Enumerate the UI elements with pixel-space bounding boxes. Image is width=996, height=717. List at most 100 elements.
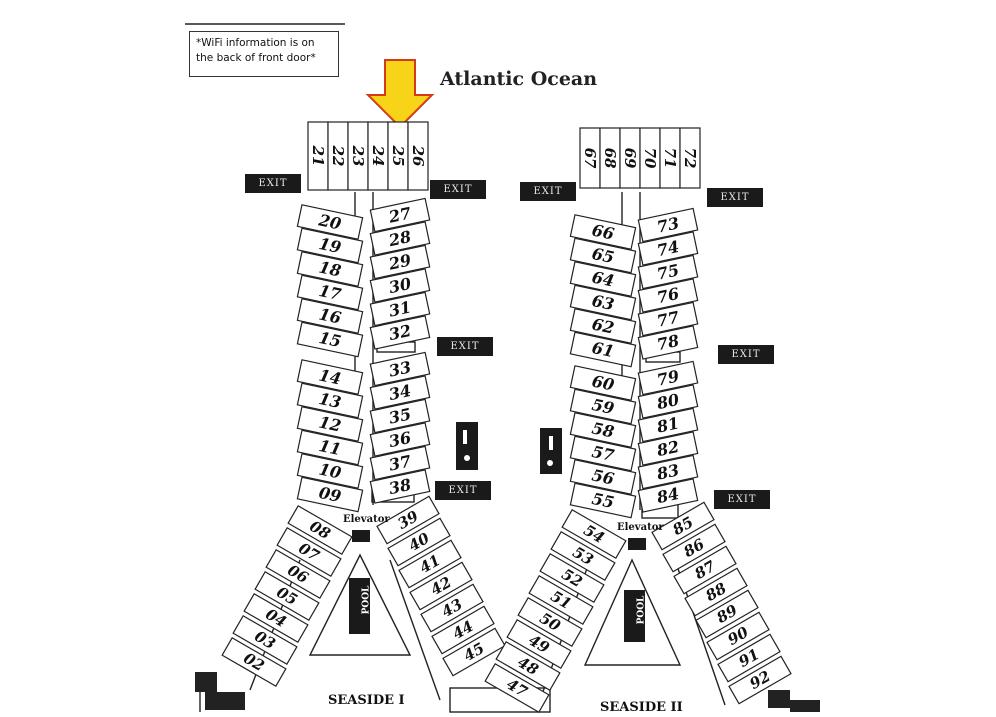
unit-26: 26 xyxy=(407,121,429,191)
unit-number: 24 xyxy=(369,145,387,167)
unit-75: 75 xyxy=(637,254,699,290)
elevator-1 xyxy=(352,530,370,542)
unit-number: 56 xyxy=(590,465,616,488)
unit-79: 79 xyxy=(637,360,699,396)
unit-73: 73 xyxy=(637,207,699,243)
unit-09: 09 xyxy=(296,476,364,513)
unit-number: 60 xyxy=(590,371,616,394)
exit-sign: EXIT xyxy=(430,180,486,199)
unit-number: 36 xyxy=(387,428,413,451)
unit-number: 71 xyxy=(661,148,679,169)
unit-10: 10 xyxy=(296,453,364,489)
unit-58: 58 xyxy=(569,412,637,448)
unit-28: 28 xyxy=(369,221,431,256)
unit-number: 83 xyxy=(654,460,681,483)
exit-sign: EXIT xyxy=(707,188,763,207)
unit-number: 63 xyxy=(590,291,616,314)
unit-86: 86 xyxy=(662,523,726,573)
unit-number: 12 xyxy=(317,412,343,435)
unit-19: 19 xyxy=(296,227,364,264)
unit-number: 10 xyxy=(317,459,343,482)
unit-number: 32 xyxy=(387,321,413,344)
unit-70: 70 xyxy=(639,127,661,189)
unit-66: 66 xyxy=(569,214,637,250)
unit-83: 83 xyxy=(637,454,699,490)
unit-number: 22 xyxy=(329,145,347,167)
wifi-note: *WiFi information is on the back of fron… xyxy=(189,31,339,77)
unit-number: 21 xyxy=(309,145,327,167)
unit-number: 38 xyxy=(387,475,413,498)
unit-number: 74 xyxy=(655,237,681,260)
unit-24: 24 xyxy=(367,121,389,191)
unit-14: 14 xyxy=(296,359,364,395)
elevator-label: Elevator xyxy=(343,514,390,525)
unit-number: 62 xyxy=(590,314,616,337)
unit-number: 13 xyxy=(317,389,343,412)
exit-sign: EXIT xyxy=(435,481,491,500)
unit-62: 62 xyxy=(569,308,637,344)
unit-number: 80 xyxy=(654,390,681,413)
unit-number: 35 xyxy=(387,404,413,427)
unit-38: 38 xyxy=(369,469,431,504)
unit-number: 15 xyxy=(317,328,343,351)
unit-64: 64 xyxy=(569,261,637,297)
unit-76: 76 xyxy=(637,278,699,313)
elevator-label: Elevator xyxy=(617,522,664,533)
unit-27: 27 xyxy=(369,197,431,233)
unit-number: 20 xyxy=(316,210,343,233)
unit-number: 25 xyxy=(389,145,407,167)
unit-04: 04 xyxy=(243,593,309,643)
exit-sign: EXIT xyxy=(245,174,301,193)
unit-number: 30 xyxy=(387,274,413,297)
unit-number: 78 xyxy=(655,331,681,354)
unit-21: 21 xyxy=(307,121,329,191)
unit-number: 34 xyxy=(387,381,413,404)
building-name-2: SEASIDE II xyxy=(600,700,683,715)
ocean-label: Atlantic Ocean xyxy=(440,68,598,90)
unit-number: 37 xyxy=(387,451,413,474)
unit-number: 70 xyxy=(641,148,659,169)
unit-number: 61 xyxy=(590,338,616,361)
unit-12: 12 xyxy=(296,406,364,442)
unit-number: 68 xyxy=(601,148,619,169)
unit-33: 33 xyxy=(369,351,431,387)
unit-number: 75 xyxy=(655,260,681,283)
pool-area-1 xyxy=(308,553,412,656)
unit-22: 22 xyxy=(327,121,349,191)
unit-77: 77 xyxy=(637,301,699,337)
pool-1 xyxy=(349,578,370,634)
pool-area-2 xyxy=(583,558,682,666)
unit-31: 31 xyxy=(369,291,431,327)
unit-number: 31 xyxy=(387,297,413,320)
unit-number: 67 xyxy=(581,148,599,169)
unit-59: 59 xyxy=(569,388,637,425)
unit-number: 65 xyxy=(590,244,616,267)
unit-number: 57 xyxy=(590,442,616,465)
unit-30: 30 xyxy=(369,268,431,303)
unit-number: 82 xyxy=(654,437,681,460)
unit-number: 33 xyxy=(387,357,413,380)
unit-number: 18 xyxy=(317,257,343,280)
unit-number: 84 xyxy=(654,484,681,507)
unit-number: 79 xyxy=(655,366,681,389)
unit-18: 18 xyxy=(296,251,364,287)
unit-60: 60 xyxy=(569,365,637,401)
unit-16: 16 xyxy=(296,298,364,334)
unit-number: 23 xyxy=(349,145,367,167)
unit-number: 81 xyxy=(654,413,681,436)
unit-81: 81 xyxy=(637,407,699,443)
unit-63: 63 xyxy=(569,284,637,321)
unit-34: 34 xyxy=(369,375,431,410)
unit-number: 64 xyxy=(590,267,616,290)
unit-35: 35 xyxy=(369,398,431,434)
unit-20: 20 xyxy=(296,204,364,240)
unit-87: 87 xyxy=(673,545,737,595)
unit-71: 71 xyxy=(659,127,681,189)
unit-number: 58 xyxy=(590,418,616,441)
exit-sign: EXIT xyxy=(718,345,774,364)
unit-23: 23 xyxy=(347,121,369,191)
unit-74: 74 xyxy=(637,231,699,266)
unit-61: 61 xyxy=(569,331,637,368)
unit-39: 39 xyxy=(376,495,440,545)
